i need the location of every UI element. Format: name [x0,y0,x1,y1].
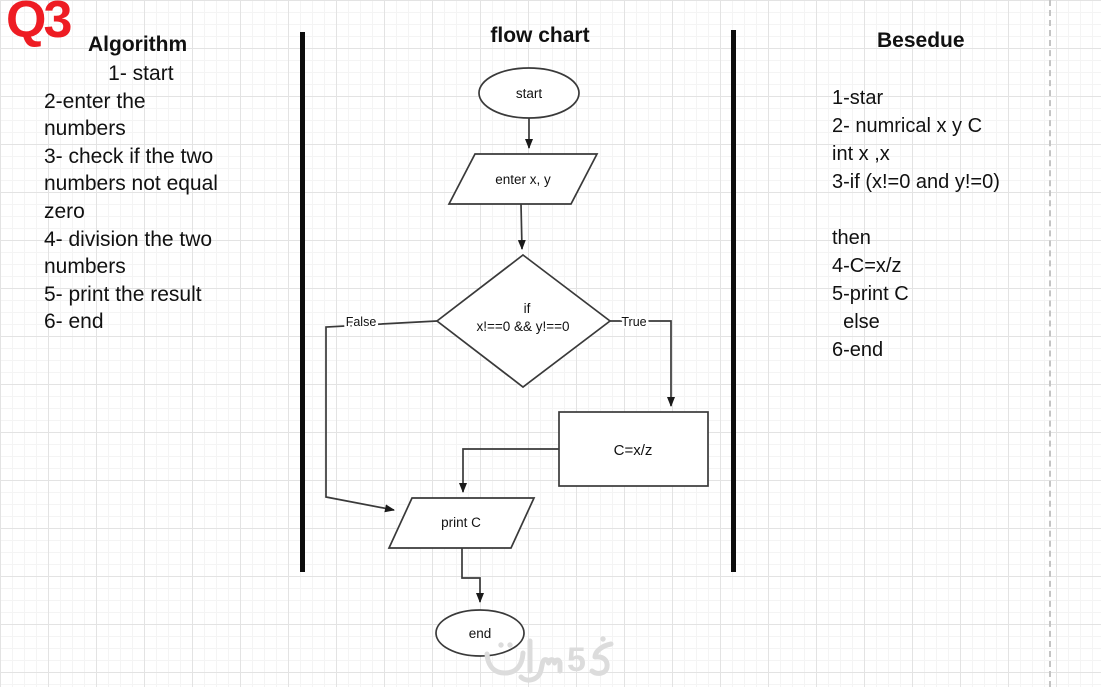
edge-true-to-process [610,320,675,407]
edge-input-to-decision [517,203,526,250]
algorithm-line: numbers [44,117,126,141]
edge-process-to-output [459,448,559,493]
pseudocode-line: then [832,227,871,249]
watermark-dot [600,636,606,642]
watermark-dot [507,642,513,648]
watermark-letter-seen [518,657,563,683]
output-parallelogram [387,497,536,549]
true-edge-label: True [621,315,646,329]
watermark-dot [498,642,504,648]
pseudocode-line: 1-star [832,87,884,109]
algorithm-line: 4- division the two [44,227,213,251]
decision-diamond [435,253,612,389]
pseudocode-line: int x ,x [832,143,890,165]
algorithm-line: 1- start [44,62,174,85]
input-label: enter x, y [495,172,551,187]
algorithm-line: 2-enter the [44,89,146,113]
process-label: C=x/z [614,442,653,459]
pseudocode-line: 3-if (x!=0 and y!=0) [832,171,1000,193]
algorithm-lines: 1- start 2-enter the numbers 3- check if th… [44,60,304,336]
algorithm-line: numbers [44,255,126,279]
watermark-letter-ta [484,650,526,676]
end-label: end [469,626,492,641]
process-rect [558,411,709,487]
pseudocode-line: 5-print C [832,283,909,305]
algorithm-line: 3- check if the two [44,144,214,168]
watermark-digit: 5 [567,641,586,679]
watermark-letter-kha [589,641,614,676]
pseudocode-column: Besedue 1-star 2- numrical x y C int x ,x 3… [832,26,1072,364]
khamsat-watermark: 5 [484,636,614,683]
pseudocode-line: 4-C=x/z [832,255,902,277]
algorithm-column: Algorithm 1- start 2-enter the numbers 3- c… [44,30,304,336]
algorithm-line: 6- end [44,310,104,334]
algorithm-title: Algorithm [88,33,188,56]
pseudocode-line [832,196,1072,224]
false-edge-label: False [346,315,377,329]
decision-label-line1: if [524,301,531,316]
pseudocode-line: 6-end [832,339,884,361]
pseudocode-title: Besedue [877,29,965,52]
input-parallelogram [447,153,599,205]
start-terminator [478,67,580,119]
edge-output-to-end [461,548,484,603]
pseudocode-line: 2- numrical x y C [832,115,983,137]
algorithm-line: numbers not equal [44,172,218,196]
algorithm-line: zero [44,199,85,223]
question-label: Q3 [6,0,72,49]
edge-false-to-output [325,320,438,513]
pseudocode-lines: 1-star 2- numrical x y C int x ,x 3-if (x!=… [832,84,1072,364]
algorithm-line: 5- print the result [44,282,202,306]
page-break-dashed-line [1049,0,1051,687]
output-label: print C [441,515,481,530]
flowchart-title: flow chart [490,24,590,47]
start-label: start [516,86,543,101]
pseudocode-line: else [832,311,880,333]
decision-label-line2: x!==0 && y!==0 [476,319,569,334]
